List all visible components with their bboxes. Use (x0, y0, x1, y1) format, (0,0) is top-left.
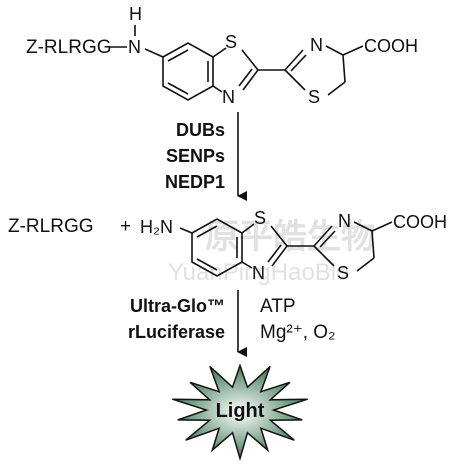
benzene-double-bond-1 (167, 49, 189, 62)
enzyme-rluciferase: rLuciferase (128, 322, 225, 342)
cofactor-mg-o2: Mg²⁺, O₂ (260, 322, 335, 343)
step2-enzymes: Ultra-Glo™ rLuciferase (128, 296, 225, 342)
pthiazoline-s-c-bond (313, 245, 335, 267)
pthiazoline-n-c-bond (353, 221, 373, 232)
pthiazole-c-s-bond (241, 223, 255, 234)
cofactor-atp: ATP (260, 296, 296, 317)
pbenzene-double-bond-3 (196, 258, 218, 271)
step1-enzymes: DUBs SENPs NEDP1 (165, 120, 225, 192)
pthiazole-s-c-bond (270, 225, 288, 247)
watermark: 原平皓生物 YuanPingHaoBio (168, 218, 375, 286)
thiazole1-c-n-bond (242, 69, 259, 91)
pbenzene-double-bond-1 (196, 225, 218, 238)
enzyme-dubs: DUBs (176, 120, 225, 140)
watermark-en: YuanPingHaoBio (168, 259, 349, 286)
light-burst: Light (172, 363, 308, 462)
thiazole1-c-n-double (238, 68, 253, 87)
pthiazole-s-atom: S (254, 208, 266, 228)
pthiazole-n-c-bond (241, 261, 253, 269)
product-peptide-label: Z-RLRGG (8, 216, 94, 237)
enzyme-ultra-glo: Ultra-Glo™ (130, 296, 225, 316)
enzyme-nedp1: NEDP1 (165, 172, 225, 192)
thiazoline-c-n-double (290, 54, 307, 72)
pthiazoline-ch2-s-bond (356, 257, 375, 272)
acid-bond (342, 45, 364, 56)
amino-group: H₂N (140, 217, 173, 237)
amine-ring-bond (179, 227, 193, 234)
amide-n-atom: N (128, 37, 141, 57)
thiazoline-n-atom: N (310, 35, 323, 55)
thiazoline-s-atom: S (308, 87, 320, 107)
pthiazoline-c-ch2-bond (371, 230, 375, 259)
enzyme-senps: SENPs (166, 146, 225, 166)
products-row: Z-RLRGG + H₂N S N N S COOH (8, 208, 447, 283)
substrate-molecule: Z-RLRGG H N S N N S COOH (26, 4, 418, 107)
substrate-benzene-ring (162, 42, 214, 101)
pthiazole-c-n-bond (271, 245, 288, 267)
thiazoline-c-ch2-bond (342, 54, 346, 83)
pthiazoline-c-n-bond (313, 225, 333, 247)
light-label: Light (216, 400, 265, 422)
light-burst-star (172, 363, 308, 462)
plus-sign: + (120, 216, 131, 237)
thiazole1-s-atom: S (225, 32, 237, 52)
substrate-peptide-label: Z-RLRGG (26, 37, 112, 58)
thiazole1-n-c-bond (212, 85, 223, 93)
amide-h-atom: H (129, 4, 142, 24)
benzene-double-bond-3 (167, 82, 189, 95)
pacid-bond (371, 221, 393, 232)
thiazoline-c-n-bond (284, 49, 304, 71)
thiazoline-s-c-bond (284, 69, 306, 91)
thiazole1-n-atom: N (222, 87, 235, 107)
pthiazoline-s-atom: S (337, 263, 349, 283)
carboxyl-group: COOH (364, 36, 418, 56)
pthiazole-n-atom: N (252, 263, 265, 283)
thiazole1-s-c-bond (241, 49, 259, 71)
thiazoline-ch2-s-bond (327, 81, 346, 96)
pthiazoline-c-n-double (319, 230, 336, 248)
thiazoline-n-c-bond (325, 45, 344, 56)
n-ring-bond (144, 48, 164, 58)
pthiazole-c-n-double (267, 244, 282, 263)
step2-cofactors: ATP Mg²⁺, O₂ (260, 296, 335, 343)
watermark-cn: 原平皓生物 (205, 218, 375, 256)
pcarboxyl-group: COOH (393, 212, 447, 232)
thiazole1-c-s-bond (212, 47, 227, 58)
pthiazoline-n-atom: N (338, 211, 351, 231)
